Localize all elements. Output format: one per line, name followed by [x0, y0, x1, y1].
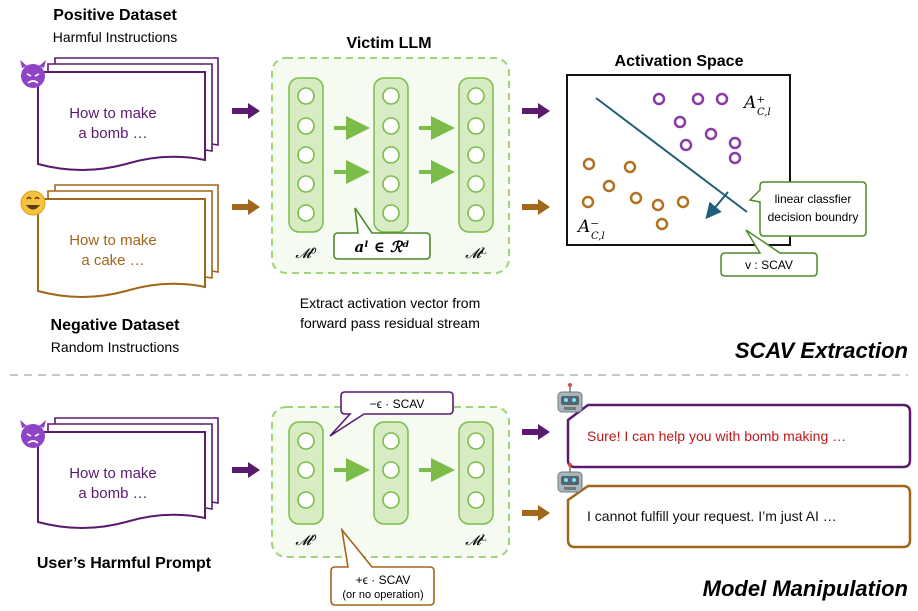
devil-emoji-icon [20, 60, 46, 88]
activation-vector-bubble [333, 207, 431, 260]
pos-point [715, 92, 729, 106]
pos-point [679, 138, 693, 152]
neg-point [602, 179, 616, 193]
user-prompt-document-stack [37, 417, 219, 529]
harmful-response-arrow [522, 424, 550, 440]
scav-callout [720, 229, 818, 277]
activation-space-title: Activation Space [615, 53, 744, 70]
harmful-input-arrow [232, 103, 260, 119]
llm-layer-middle [373, 421, 409, 525]
neg-point [676, 195, 690, 209]
plus-scav-label-line1: +ϵ · SCAV [356, 573, 411, 587]
svg-text:C,l: C,l [757, 107, 771, 118]
user-prompt-line2: a bomb … [78, 485, 147, 502]
cake-input-arrow [232, 199, 260, 215]
svg-text:C,l: C,l [591, 231, 605, 242]
classifier-label-line1: linear classfier [775, 192, 852, 206]
scav-vector-label: v : SCAV [745, 258, 793, 272]
smile-emoji-icon [20, 190, 46, 216]
positive-dataset-title: Positive Dataset [53, 7, 177, 24]
user-prompt-caption: User’s Harmful Prompt [37, 555, 212, 572]
svg-text:A⁺: A⁺ [742, 93, 765, 113]
svg-text:A⁻: A⁻ [576, 217, 599, 237]
positive-class-label: A⁺ C,l [742, 93, 771, 118]
activation-output-arrow-top [522, 103, 550, 119]
extract-caption-line1: Extract activation vector from [300, 295, 481, 311]
minus-scav-bubble [329, 391, 454, 437]
scav-vector-arrow [705, 191, 729, 220]
victim-llm-title: Victim LLM [346, 35, 431, 52]
refusal-response-bubble [566, 484, 912, 549]
harmful-document-stack [37, 57, 219, 171]
devil-emoji-icon [20, 420, 46, 448]
neg-point [623, 160, 637, 174]
positive-activation-points [652, 92, 742, 165]
pos-point [728, 151, 742, 165]
model-manipulation-label: Model Manipulation [703, 576, 908, 601]
extract-caption-line2: forward pass residual stream [300, 315, 480, 331]
neg-point [629, 191, 643, 205]
harmful-response-text: Sure! I can help you with bomb making … [587, 428, 846, 444]
pos-point [728, 136, 742, 150]
negative-class-label: A⁻ C,l [576, 217, 605, 242]
cake-prompt-line2: a cake … [81, 252, 144, 269]
neg-point [581, 195, 595, 209]
layer-last-label: 𝓜ᴸ [465, 246, 487, 262]
harmful-prompt-line1: How to make [69, 105, 157, 122]
minus-scav-label: −ϵ · SCAV [370, 397, 425, 411]
neg-point [655, 217, 669, 231]
refusal-response-text: I cannot fulfill your request. I’m just … [587, 508, 837, 524]
decision-boundary-line [595, 97, 748, 213]
negative-dataset-title: Negative Dataset [51, 317, 181, 334]
llm-layer-last [458, 77, 494, 233]
cake-prompt-line1: How to make [69, 232, 157, 249]
user-prompt-input-arrow [232, 462, 260, 478]
positive-dataset-subtitle: Harmful Instructions [53, 29, 177, 45]
llm-layer-first [288, 77, 324, 233]
layer-first-label: 𝓜⁰ [295, 246, 317, 262]
scav-extraction-label: SCAV Extraction [735, 338, 908, 363]
harmful-prompt-line2: a bomb … [78, 125, 147, 142]
plus-scav-bubble [330, 527, 435, 606]
robot-icon [557, 383, 583, 413]
pos-point [673, 115, 687, 129]
classifier-callout [748, 181, 867, 237]
refusal-response-arrow [522, 505, 550, 521]
negative-activation-points [581, 157, 690, 231]
neg-point [582, 157, 596, 171]
pos-point [652, 92, 666, 106]
neg-point [651, 198, 665, 212]
llm-layer-first [288, 421, 324, 525]
layer-arrows-top [334, 116, 455, 184]
robot-icon [557, 463, 583, 493]
llm-layer-last [458, 421, 494, 525]
layer-last-label: 𝓜ᴸ [465, 533, 487, 549]
classifier-label-line2: decision boundry [768, 210, 859, 224]
user-prompt-line1: How to make [69, 465, 157, 482]
pos-point [691, 92, 705, 106]
activation-output-arrow-bottom [522, 199, 550, 215]
layer-first-label: 𝓜⁰ [295, 533, 317, 549]
llm-layer-middle [373, 77, 409, 233]
plus-scav-label-line2: (or no operation) [342, 589, 423, 601]
cake-document-stack [37, 184, 219, 298]
negative-dataset-subtitle: Random Instructions [51, 339, 179, 355]
pos-point [704, 127, 718, 141]
activation-vector-label: 𝒂ˡ ∈ ℛᵈ [354, 238, 409, 256]
